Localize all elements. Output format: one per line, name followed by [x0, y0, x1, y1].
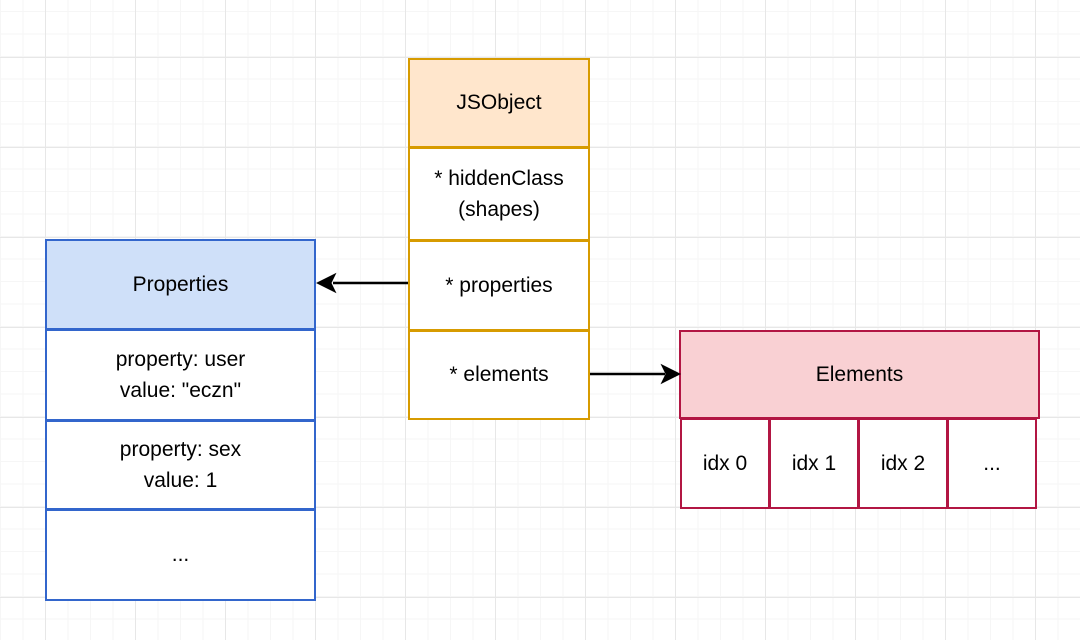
- elements-cell-idx1: idx 1: [769, 418, 859, 509]
- properties-box: Properties property: user value: "eczn" …: [45, 239, 316, 601]
- elements-header: Elements: [679, 330, 1040, 419]
- elements-cell-more: ...: [947, 418, 1037, 509]
- jsobject-header: JSObject: [408, 58, 590, 148]
- properties-row-user: property: user value: "eczn": [45, 329, 316, 421]
- left-arrow-icon: [316, 272, 408, 294]
- properties-row-ellipsis: ...: [45, 509, 316, 601]
- elements-cell-idx2: idx 2: [858, 418, 948, 509]
- jsobject-row-hiddenclass: * hiddenClass (shapes): [408, 147, 590, 241]
- elements-box: Elements idx 0 idx 1 idx 2 ...: [679, 330, 1040, 509]
- jsobject-row-elements: * elements: [408, 330, 590, 420]
- properties-header: Properties: [45, 239, 316, 330]
- right-arrow-icon: [590, 363, 681, 385]
- jsobject-box: JSObject * hiddenClass (shapes) * proper…: [408, 58, 590, 420]
- properties-row-sex: property: sex value: 1: [45, 420, 316, 510]
- jsobject-row-properties: * properties: [408, 240, 590, 331]
- elements-cell-idx0: idx 0: [680, 418, 770, 509]
- elements-cells-row: idx 0 idx 1 idx 2 ...: [680, 418, 1040, 509]
